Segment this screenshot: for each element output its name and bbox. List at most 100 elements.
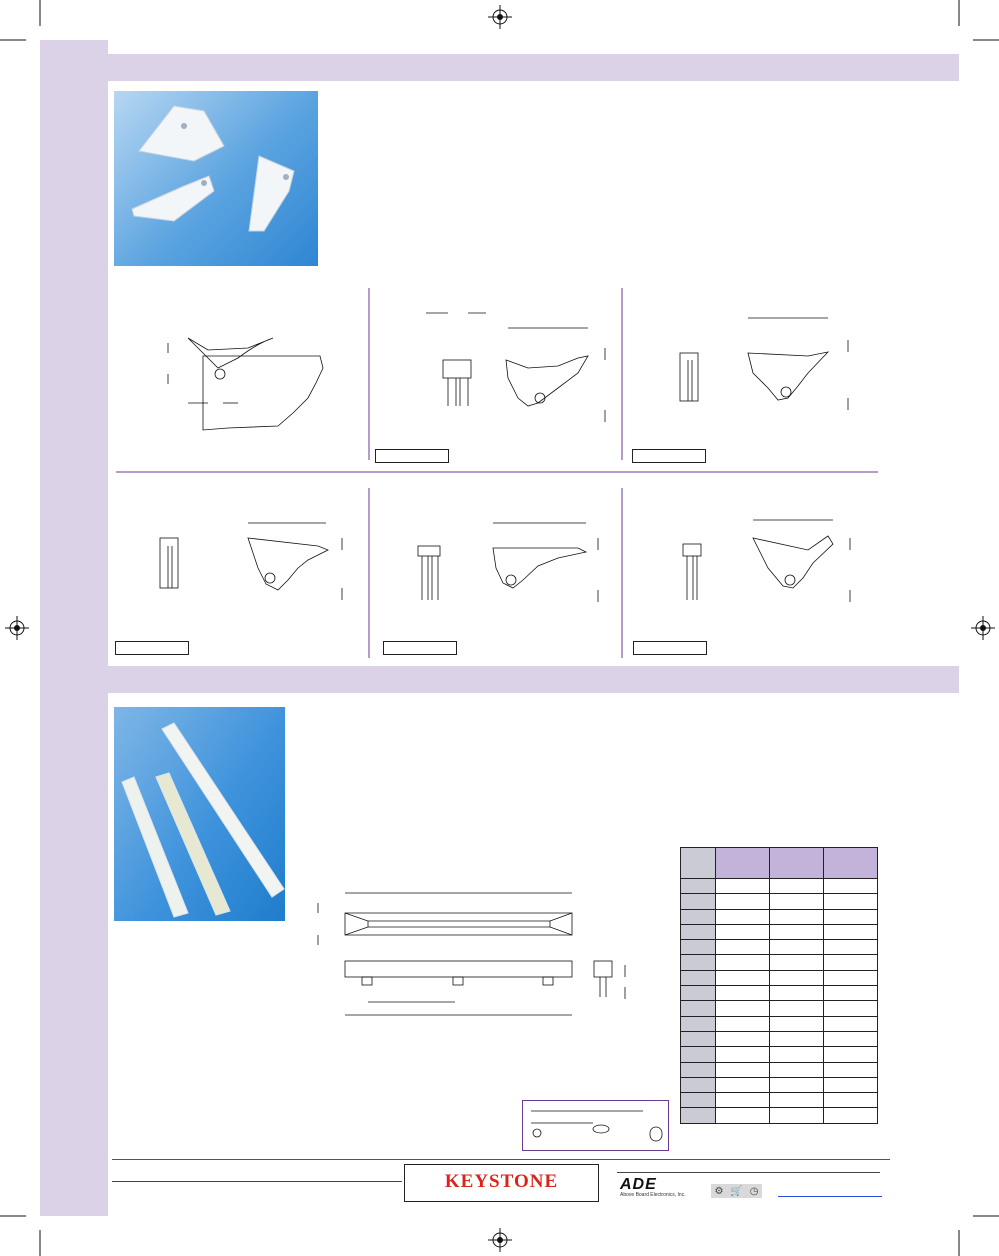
- table-cell: [680, 1030, 716, 1048]
- table-cell: [680, 1000, 716, 1017]
- table-cell: [823, 1107, 878, 1124]
- table-cell: [769, 1015, 824, 1032]
- drawing-caption-box: [375, 449, 449, 463]
- table-row: [680, 1030, 878, 1048]
- drawing-caption-box: [633, 641, 707, 655]
- table-cell: [823, 1092, 878, 1109]
- table-cell: [680, 1107, 716, 1124]
- table-cell: [715, 1107, 770, 1124]
- table-cell: [823, 1000, 878, 1017]
- section-band-middle: [108, 666, 959, 693]
- table-row: [680, 1061, 878, 1078]
- table-row: [680, 969, 878, 987]
- table-row: [680, 1107, 878, 1124]
- table-cell: [769, 1061, 824, 1078]
- table-cell: [715, 1076, 770, 1094]
- table-cell: [823, 1046, 878, 1063]
- table-cell: [715, 1015, 770, 1032]
- table-row: [680, 954, 878, 971]
- table-cell: [715, 1030, 770, 1048]
- table-cell: [823, 939, 878, 956]
- table-cell: [823, 923, 878, 941]
- table-cell: [769, 1092, 824, 1109]
- table-cell: [769, 908, 824, 925]
- table-cell: [769, 939, 824, 956]
- card-guide-rail-drawing: [317, 892, 626, 1016]
- footer-icon-bar: ⚙ 🛒 ◷: [711, 1184, 762, 1198]
- table-cell: [769, 969, 824, 987]
- table-cell: [715, 923, 770, 941]
- table-cell: [680, 877, 716, 895]
- table-cell: [823, 1030, 878, 1048]
- footer-rule-short: [112, 1181, 402, 1182]
- table-cell: [715, 939, 770, 956]
- table-cell: [769, 1076, 824, 1094]
- distributor-tagline: Above Board Electronics, Inc.: [620, 1192, 686, 1198]
- distributor-logo: ADE: [620, 1176, 657, 1193]
- table-cell: [769, 877, 824, 895]
- table-cell: [715, 893, 770, 910]
- product-photo-card-guides: [114, 91, 318, 266]
- inset-drawing: [522, 1100, 669, 1151]
- technical-drawings: [116, 288, 878, 658]
- table-cell: [823, 1015, 878, 1032]
- table-cell: [769, 893, 824, 910]
- product-photo-card-guide-rails: [114, 707, 285, 921]
- table-cell: [715, 954, 770, 971]
- table-cell: [715, 877, 770, 895]
- table-cell: [769, 923, 824, 941]
- footer-rule: [112, 1159, 890, 1160]
- table-cell: [680, 939, 716, 956]
- table-row: [680, 939, 878, 956]
- table-row: [680, 1076, 878, 1094]
- table-cell: [769, 1107, 824, 1124]
- table-cell: [680, 969, 716, 987]
- table-row: [680, 1046, 878, 1063]
- table-cell: [769, 1000, 824, 1017]
- website-link[interactable]: [778, 1196, 882, 1197]
- table-cell: [680, 1046, 716, 1063]
- table-cell: [680, 985, 716, 1002]
- table-cell: [715, 1061, 770, 1078]
- table-cell: [823, 969, 878, 987]
- gear-icon[interactable]: ⚙: [714, 1185, 724, 1197]
- table-cell: [823, 877, 878, 895]
- table-header-cell: [680, 847, 716, 879]
- table-cell: [680, 893, 716, 910]
- spec-table: [680, 847, 878, 1124]
- table-row: [680, 1015, 878, 1032]
- table-header-row: [680, 847, 878, 879]
- section-band-top: [108, 54, 959, 81]
- brand-logo-box: KEYSTONE: [404, 1164, 599, 1202]
- table-cell: [680, 954, 716, 971]
- clock-icon[interactable]: ◷: [749, 1185, 759, 1197]
- table-header-cell: [769, 847, 824, 879]
- table-cell: [715, 1092, 770, 1109]
- table-row: [680, 893, 878, 910]
- table-cell: [680, 1015, 716, 1032]
- table-row: [680, 985, 878, 1002]
- table-cell: [769, 985, 824, 1002]
- table-row: [680, 877, 878, 895]
- table-cell: [823, 985, 878, 1002]
- footer-rule-short: [617, 1172, 880, 1173]
- table-cell: [769, 1030, 824, 1048]
- table-cell: [715, 1000, 770, 1017]
- drawing-caption-box: [632, 449, 706, 463]
- table-cell: [823, 1076, 878, 1094]
- table-row: [680, 1092, 878, 1109]
- table-header-cell: [823, 847, 878, 879]
- table-cell: [823, 954, 878, 971]
- table-cell: [823, 908, 878, 925]
- table-cell: [823, 893, 878, 910]
- table-cell: [715, 985, 770, 1002]
- cart-icon[interactable]: 🛒: [730, 1185, 743, 1197]
- table-cell: [680, 1092, 716, 1109]
- table-cell: [715, 1046, 770, 1063]
- table-cell: [680, 1076, 716, 1094]
- table-cell: [680, 908, 716, 925]
- table-cell: [715, 908, 770, 925]
- table-cell: [715, 969, 770, 987]
- table-cell: [680, 1061, 716, 1078]
